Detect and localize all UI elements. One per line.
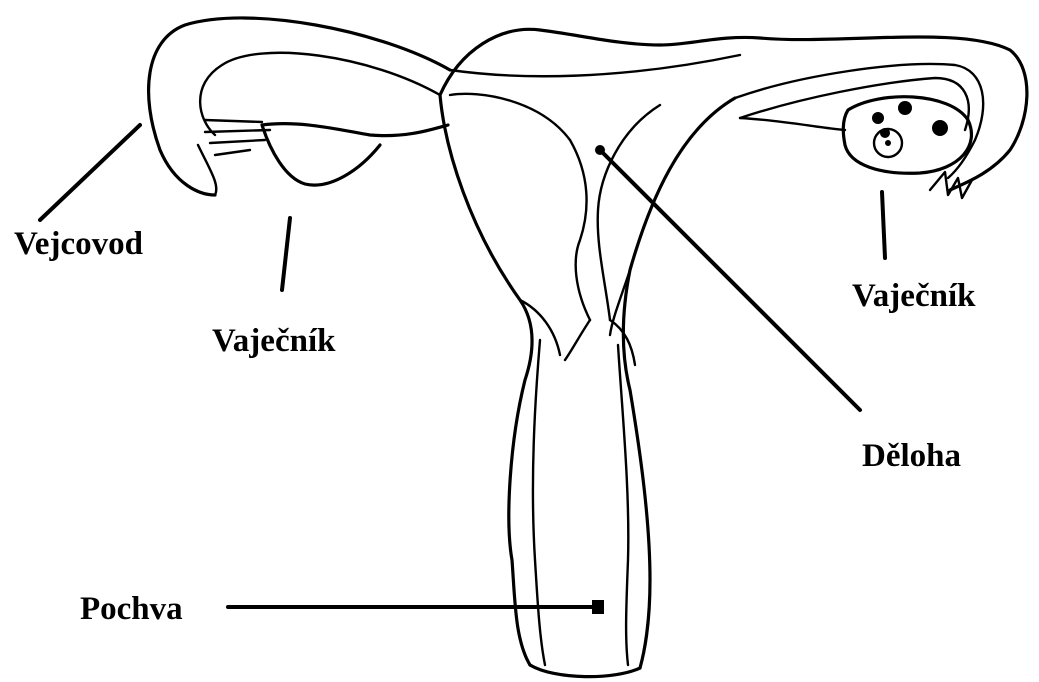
left-fimbriae — [198, 120, 270, 195]
leader-fallopian-tube — [40, 125, 140, 220]
label-vagina: Pochva — [80, 593, 183, 626]
label-uterus: Děloha — [862, 440, 961, 473]
leader-ovary-left — [282, 218, 290, 290]
uterus-left-wall — [440, 95, 532, 665]
leader-ovary-right — [882, 192, 885, 258]
label-ovary-right: Vaječník — [852, 280, 975, 313]
uterus-right-wall — [623, 98, 735, 668]
left-fallopian-tube — [149, 18, 450, 195]
label-ovary-left: Vaječník — [212, 325, 335, 358]
vaginal-opening — [530, 665, 640, 677]
left-fallopian-tube-inner — [200, 53, 440, 135]
vaginal-canal — [533, 340, 628, 665]
label-fallopian-tube: Vejcovod — [14, 228, 143, 261]
uterus-top-curve — [450, 55, 740, 76]
left-ovary — [262, 124, 448, 185]
leader-uterus-dot — [595, 145, 605, 155]
uterus-fundus — [440, 29, 1027, 190]
leader-vagina-end — [592, 600, 604, 614]
leader-uterus — [600, 150, 860, 410]
